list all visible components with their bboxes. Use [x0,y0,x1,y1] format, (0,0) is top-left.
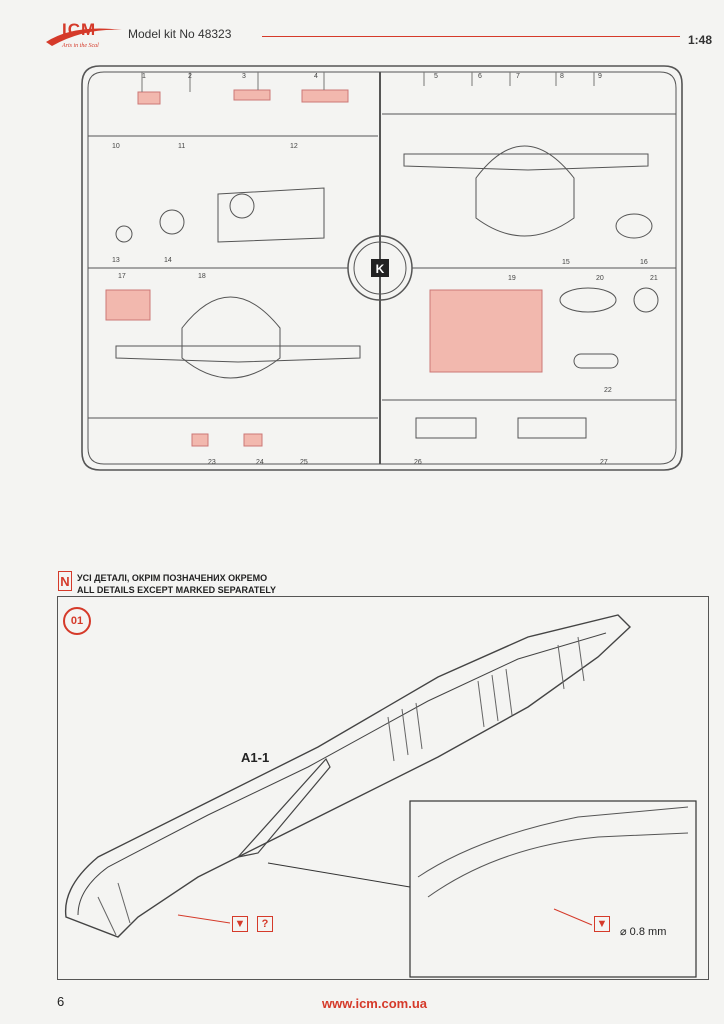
part-number: 17 [118,273,126,280]
part-number: 5 [434,73,438,80]
section-badge: N [58,571,72,591]
part-number: 23 [208,459,216,466]
part-number: 9 [598,73,602,80]
part-number: 24 [256,459,264,466]
part-label: A1-1 [241,750,270,765]
sprue-letter: K [376,262,385,276]
fuselage-drawing [64,614,697,978]
part-number: 20 [596,275,604,282]
part-number: 1 [142,73,146,80]
part-number: 26 [414,459,422,466]
part-number: 10 [112,143,120,150]
logo-swoosh-icon [46,28,122,46]
footer-url[interactable]: www.icm.com.ua [322,996,427,1011]
part-number: 7 [516,73,520,80]
part-number: 8 [560,73,564,80]
step-panel [57,596,709,980]
model-kit-number: Model kit No 48323 [128,27,232,41]
optional-icon: ? [257,916,273,932]
part-number: 19 [508,275,516,282]
part-number: 22 [604,387,612,394]
page-number: 6 [57,994,65,1009]
drill-icon: ▼ [232,916,248,932]
part-number: 4 [314,73,318,80]
part-number: 16 [640,259,648,266]
part-number: 3 [242,73,246,80]
part-number: 18 [198,273,206,280]
part-number: 6 [478,73,482,80]
step-number-badge: 01 [63,607,91,635]
section-title-en: ALL DETAILS EXCEPT MARKED SEPARATELY [77,585,277,595]
part-number: 21 [650,275,658,282]
part-number: 15 [562,259,570,266]
drill-size-note: ⌀ 0.8 mm [620,926,667,938]
part-number: 2 [188,73,192,80]
part-number: 12 [290,143,298,150]
header-divider [262,36,680,37]
drill-icon-inset: ▼ [594,916,610,932]
icm-logo [44,20,126,60]
logo-text: ICM [62,20,97,39]
part-number: 11 [178,143,185,150]
sprue-diagram: K 1 2 3 4 5 6 7 8 9 10 11 12 13 14 15 16… [81,65,683,471]
section-title-ua: УСІ ДЕТАЛІ, ОКРІМ ПОЗНАЧЕНИХ ОКРЕМО [77,573,268,583]
logo-tagline: Arts in the Scal [62,43,99,49]
scale-label: 1:48 [688,33,713,47]
part-number: 14 [164,257,172,264]
part-number: 25 [300,459,308,466]
part-number: 13 [112,257,120,264]
part-number: 27 [600,459,608,466]
